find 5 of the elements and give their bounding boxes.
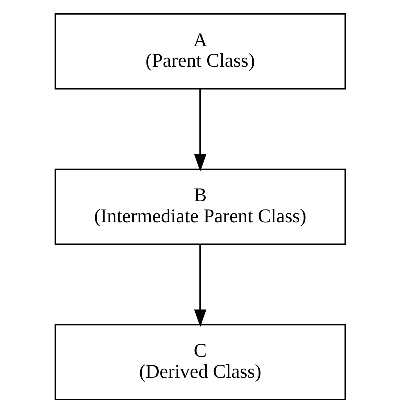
node-box: B (Intermediate Parent Class) — [54, 168, 346, 246]
arrow — [194, 244, 206, 328]
node-box: A (Parent Class) — [54, 14, 346, 90]
arrow — [194, 89, 206, 172]
node-box: C (Derived Class) — [54, 324, 346, 400]
